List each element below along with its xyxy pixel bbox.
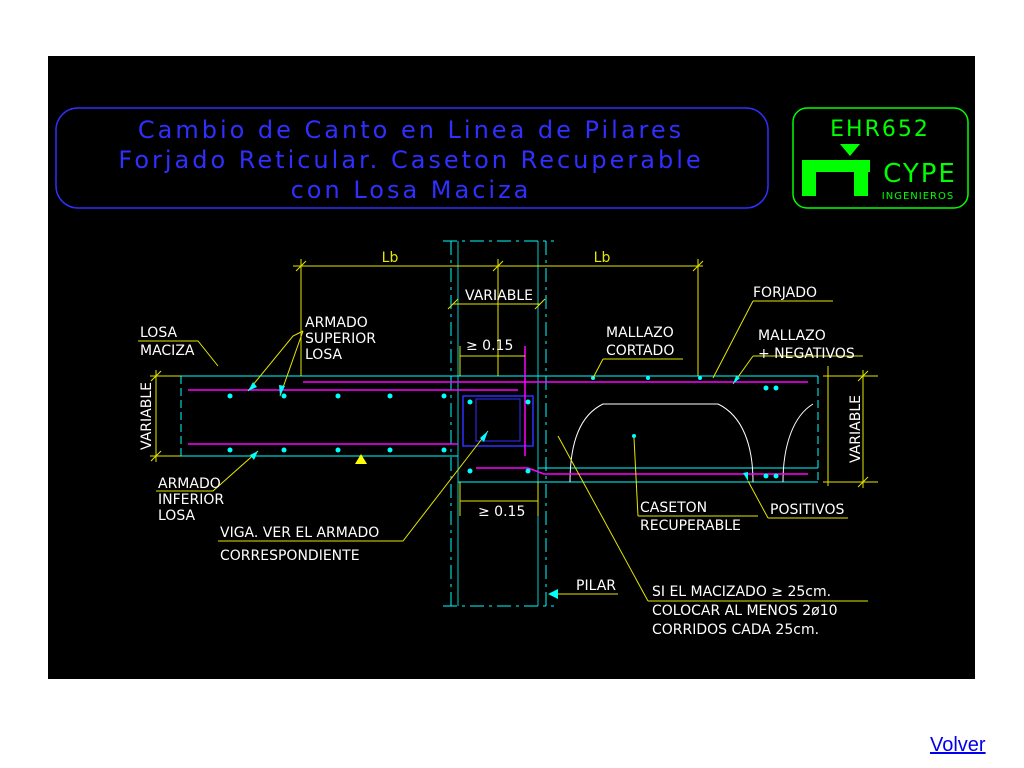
caseton-shape [569, 403, 814, 483]
label-positivos: POSITIVOS [770, 502, 845, 518]
label-note-3: CORRIDOS CADA 25cm. [652, 622, 819, 638]
label-caseton-2: RECUPERABLE [640, 518, 741, 534]
viga-box [462, 395, 534, 447]
pilar-column [443, 240, 554, 607]
label-armado-sup-1: ARMADO [305, 315, 368, 331]
label-ge015-top: ≥ 0.15 [466, 338, 513, 354]
label-variable-right: VARIABLE [848, 395, 864, 463]
label-variable-top: VARIABLE [465, 288, 533, 304]
yellow-marker [355, 454, 367, 464]
rebar-dots [227, 376, 779, 479]
label-armado-inf-3: LOSA [158, 508, 195, 524]
label-mallazo-neg-2: + NEGATIVOS [758, 346, 855, 362]
drawing-labels: Lb Lb VARIABLE FORJADO LOSA MACIZA ARMAD… [139, 250, 864, 638]
title-line-3: con Losa Maciza [291, 176, 532, 204]
label-losa-2: MACIZA [140, 343, 195, 359]
label-lb-right: Lb [594, 250, 611, 266]
label-armado-sup-2: SUPERIOR [305, 331, 376, 347]
label-note-2: COLOCAR AL MENOS 2ø10 [652, 603, 838, 619]
volver-link[interactable]: Volver [930, 734, 986, 756]
beam-stirrup [475, 398, 521, 442]
label-armado-sup-3: LOSA [305, 347, 342, 363]
logo-sub: INGENIEROS [882, 191, 954, 202]
label-armado-inf-1: ARMADO [158, 476, 221, 492]
label-mallazo-neg-1: MALLAZO [758, 328, 826, 344]
label-variable-left: VARIABLE [139, 382, 155, 450]
cad-drawing: Cambio de Canto en Linea de Pilares Forj… [48, 56, 975, 679]
label-forjado: FORJADO [753, 285, 817, 301]
leader-arrows [248, 376, 748, 599]
cype-logo: EHR652 CYPE INGENIEROS [792, 107, 969, 209]
label-caseton-1: CASETON [640, 500, 707, 516]
label-ge015-bottom: ≥ 0.15 [478, 504, 525, 520]
label-losa-1: LOSA [140, 325, 177, 341]
label-viga-1: VIGA. VER EL ARMADO [220, 525, 379, 541]
title-frame: Cambio de Canto en Linea de Pilares Forj… [55, 107, 769, 209]
slab-outline [180, 375, 819, 483]
logo-code: EHR652 [830, 117, 930, 142]
title-line-2: Forjado Reticular. Caseton Recuperable [118, 146, 703, 174]
label-armado-inf-2: INFERIOR [158, 492, 224, 508]
title-line-1: Cambio de Canto en Linea de Pilares [138, 116, 684, 144]
label-mallazo-cortado-2: CORTADO [606, 343, 674, 359]
dimension-lines [138, 259, 878, 602]
label-lb-left: Lb [382, 250, 399, 266]
label-mallazo-cortado-1: MALLAZO [606, 325, 674, 341]
logo-brand: CYPE [883, 159, 957, 189]
label-viga-2: CORRESPONDIENTE [220, 548, 360, 564]
label-note-1: SI EL MACIZADO ≥ 25cm. [652, 584, 831, 600]
reinforcement-bars [188, 346, 808, 475]
label-pilar: PILAR [576, 578, 616, 594]
